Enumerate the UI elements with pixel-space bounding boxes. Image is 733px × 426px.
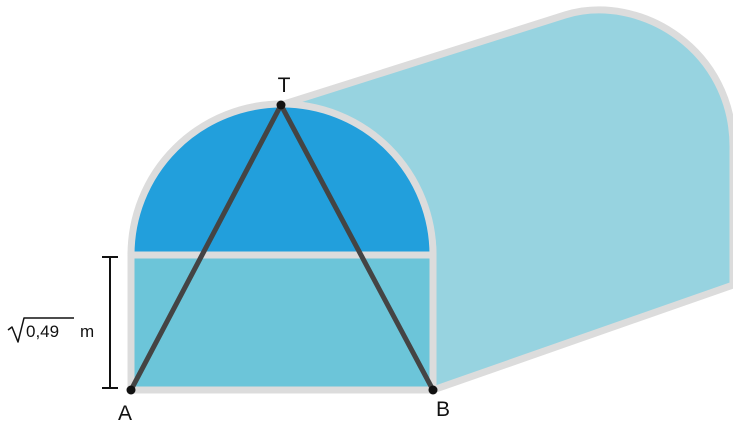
- label-b: B: [436, 398, 450, 421]
- radicand-text: 0,49: [26, 322, 59, 341]
- point-t: [276, 100, 286, 110]
- front-arch: [127, 100, 437, 259]
- point-a: [126, 385, 136, 395]
- front-wall: [127, 251, 437, 394]
- radical-sign: [7, 317, 74, 343]
- dimension-label: 0,49 m: [7, 317, 94, 343]
- label-t: T: [278, 74, 291, 97]
- height-dimension: [102, 256, 118, 389]
- point-b: [428, 385, 438, 395]
- label-a: A: [118, 402, 132, 425]
- unit-text: m: [80, 322, 94, 341]
